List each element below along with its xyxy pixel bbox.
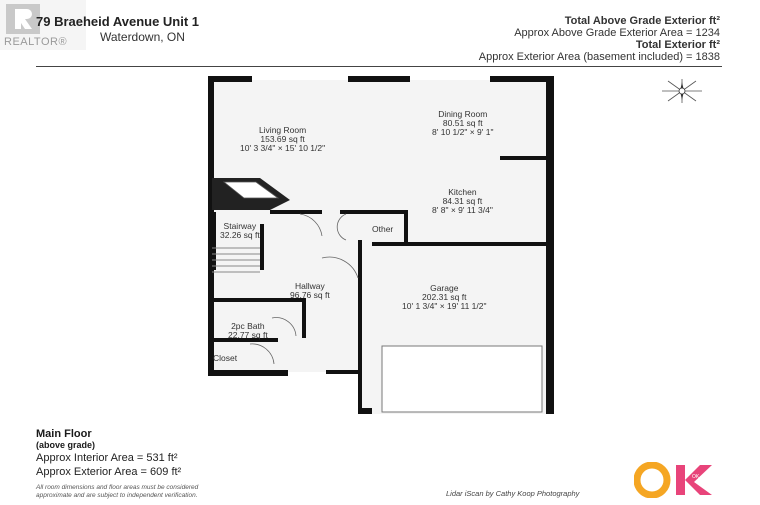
room-living: Living Room 153.69 sq ft 10' 3 3/4" × 15… — [240, 126, 325, 153]
realtor-logo: REALTOR® — [0, 0, 86, 50]
above-grade-area: Approx Above Grade Exterior Area = 1234 — [514, 27, 720, 39]
room-dining-name: Dining Room — [438, 109, 488, 119]
disclaimer-line-2: approximate and are subject to independe… — [36, 492, 198, 499]
room-hallway: Hallway 96.76 sq ft — [290, 282, 330, 300]
room-kitchen-area: 84.31 sq ft — [442, 196, 483, 206]
room-kitchen-name: Kitchen — [448, 187, 477, 197]
floor-subtitle: (above grade) — [36, 440, 96, 450]
room-stairway-area: 32.26 sq ft — [220, 230, 260, 240]
realtor-logo-icon — [6, 4, 40, 34]
room-bath-area: 22.77 sq ft — [228, 330, 268, 340]
room-garage-dims: 10' 1 3/4" × 19' 11 1/2" — [402, 301, 487, 311]
room-living-name: Living Room — [258, 125, 307, 135]
interior-area: Approx Interior Area = 531 ft² — [36, 452, 178, 464]
header-divider — [36, 66, 722, 67]
room-closet-name: Closet — [213, 353, 238, 363]
room-bath-name: 2pc Bath — [231, 321, 265, 331]
room-bath: 2pc Bath 22.77 sq ft — [228, 322, 268, 340]
total-exterior-title: Total Exterior ft² — [635, 39, 720, 51]
above-grade-title: Total Above Grade Exterior ft² — [564, 15, 720, 27]
listing-address: 79 Braeheid Avenue Unit 1 — [36, 14, 200, 29]
room-hallway-area: 96.76 sq ft — [290, 290, 330, 300]
room-living-area: 153.69 sq ft — [260, 134, 305, 144]
room-other: Other — [372, 225, 393, 234]
room-garage: Garage 202.31 sq ft 10' 1 3/4" × 19' 11 … — [402, 284, 487, 311]
room-other-name: Other — [372, 224, 394, 234]
disclaimer-line-1: All room dimensions and floor areas must… — [36, 484, 199, 491]
compass-icon — [662, 79, 702, 103]
total-exterior-area: Approx Exterior Area (basement included)… — [478, 51, 720, 63]
room-stairway-name: Stairway — [223, 221, 257, 231]
photo-credit: Lidar iScan by Cathy Koop Photography — [446, 489, 580, 498]
room-stairway: Stairway 32.26 sq ft — [220, 222, 260, 240]
room-hallway-name: Hallway — [294, 281, 325, 291]
svg-text:OK: OK — [692, 474, 700, 480]
room-garage-name: Garage — [430, 283, 459, 293]
exterior-area: Approx Exterior Area = 609 ft² — [36, 466, 182, 478]
listing-city: Waterdown, ON — [100, 30, 185, 44]
floor-title: Main Floor — [36, 428, 92, 440]
realtor-logo-text: REALTOR® — [4, 36, 68, 48]
floor-plan — [208, 76, 554, 414]
room-closet: Closet — [213, 354, 237, 363]
disclaimer: All room dimensions and floor areas must… — [36, 484, 198, 500]
brand-logo-icon: OK — [634, 462, 712, 498]
room-dining-area: 80.51 sq ft — [442, 118, 483, 128]
room-garage-area: 202.31 sq ft — [422, 292, 467, 302]
room-kitchen-dims: 8' 8" × 9' 11 3/4" — [432, 205, 493, 215]
room-living-dims: 10' 3 3/4" × 15' 10 1/2" — [240, 143, 326, 153]
room-dining-dims: 8' 10 1/2" × 9' 1" — [432, 127, 494, 137]
room-dining: Dining Room 80.51 sq ft 8' 10 1/2" × 9' … — [432, 110, 494, 137]
room-kitchen: Kitchen 84.31 sq ft 8' 8" × 9' 11 3/4" — [432, 188, 493, 215]
